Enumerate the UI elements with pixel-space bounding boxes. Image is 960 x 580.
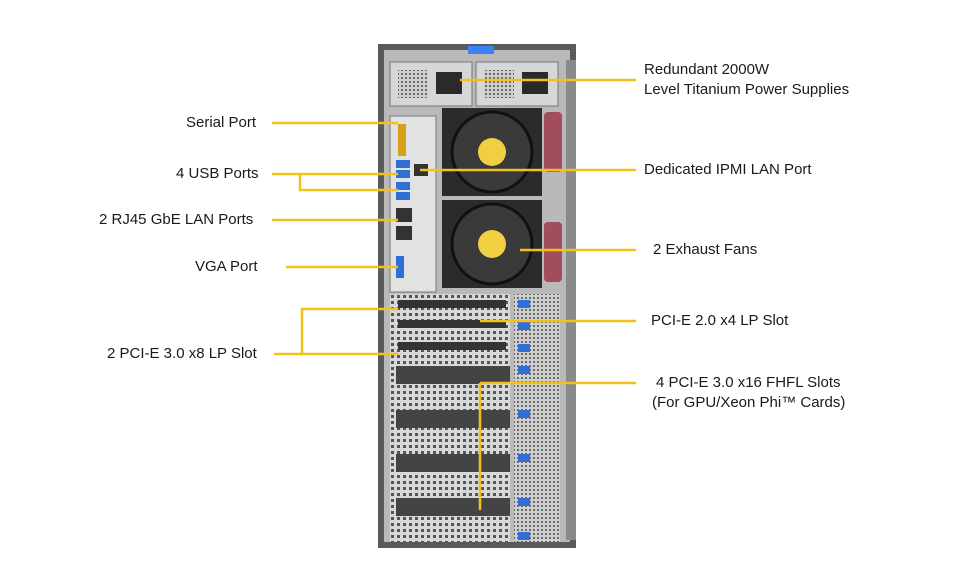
usb-port bbox=[396, 160, 410, 168]
rj45-port bbox=[396, 208, 412, 222]
label-pcie-x16-line2: (For GPU/Xeon Phi™ Cards) bbox=[652, 394, 846, 411]
label-rj45-ports: 2 RJ45 GbE LAN Ports bbox=[99, 211, 254, 228]
usb-port bbox=[396, 170, 410, 178]
pcie-x8-line bbox=[274, 307, 398, 356]
label-vga-port: VGA Port bbox=[195, 258, 258, 275]
usb-port bbox=[396, 182, 410, 190]
rj45-port bbox=[396, 226, 412, 240]
label-pcie-x16-slots: 4 PCI-E 3.0 x16 FHFL Slots (For GPU/Xeon… bbox=[652, 373, 845, 413]
label-exhaust-fans: 2 Exhaust Fans bbox=[653, 241, 758, 258]
io-panel bbox=[389, 115, 437, 293]
label-serial-port: Serial Port bbox=[186, 114, 257, 131]
exhaust-fans bbox=[442, 108, 562, 288]
label-pcie-x16-line1: 4 PCI-E 3.0 x16 FHFL Slots bbox=[656, 374, 841, 391]
vga-port bbox=[396, 256, 404, 278]
callout-lines-left bbox=[272, 121, 398, 356]
label-pcie-x4-slot: PCI-E 2.0 x4 LP Slot bbox=[651, 312, 789, 329]
power-supply-units bbox=[389, 61, 559, 107]
label-usb-ports: 4 USB Ports bbox=[176, 165, 259, 182]
label-ipmi-lan-port: Dedicated IPMI LAN Port bbox=[644, 161, 812, 178]
label-pcie-x8: 2 PCI-E 3.0 x8 LP Slot bbox=[107, 345, 257, 362]
serial-port bbox=[398, 124, 406, 156]
expansion-area bbox=[390, 294, 560, 542]
label-power-supplies: Redundant 2000W Level Titanium Power Sup… bbox=[644, 60, 849, 100]
callout-lines-right bbox=[420, 78, 636, 510]
usb-port bbox=[396, 192, 410, 200]
usb-ports-branch bbox=[298, 174, 398, 192]
label-power-supplies-line2: Level Titanium Power Supplies bbox=[644, 81, 850, 98]
label-power-supplies-line1: Redundant 2000W bbox=[644, 61, 770, 78]
